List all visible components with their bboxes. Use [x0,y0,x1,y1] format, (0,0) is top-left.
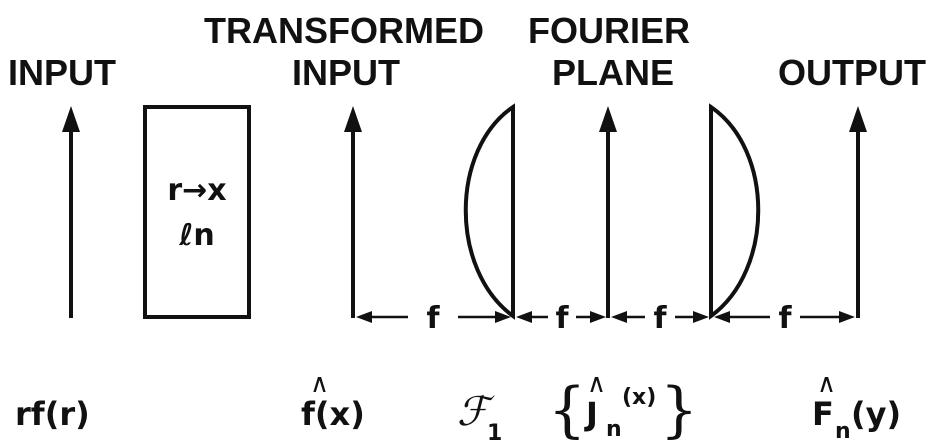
fourier-J-subscript: n [606,417,622,442]
input-plane-arrow [62,106,80,318]
log-transform-box [143,105,251,319]
fourier-J-argument: (x) [622,385,656,410]
box-log-label: ℓn [178,218,215,253]
focal-dimension-4 [714,311,855,323]
transformed-function-label: f(x) [301,395,365,433]
focal-label-2: f [555,301,569,336]
focal-dimension-2 [516,311,606,323]
lens-2 [709,103,761,320]
fourier-close-brace: } [660,375,698,445]
lens-1 [463,103,515,320]
focal-label-4: f [778,301,792,336]
output-F-symbol: F [812,395,834,433]
transformed-hat-symbol: ∧ [310,369,329,399]
focal-label-1: f [426,301,440,336]
heading-fourier-plane: PLANE [552,52,674,93]
focal-label-3: f [653,301,667,336]
heading-transformed-input: INPUT [292,52,400,93]
fourier-operator-subscript: 1 [487,421,502,446]
heading-transformed: TRANSFORMED [204,10,484,51]
box-mapping-label: r→x [167,173,226,208]
heading-input: INPUT [8,52,116,93]
fourier-hat-symbol: ∧ [587,369,606,399]
fourier-plane-arrow [599,106,617,318]
output-hat-symbol: ∧ [817,369,836,399]
heading-output: OUTPUT [778,52,926,93]
fourier-J-symbol: J [584,395,598,433]
fourier-open-brace: { [548,375,586,445]
focal-dimension-1 [356,311,511,323]
output-plane-arrow [849,106,867,318]
heading-fourier: FOURIER [528,10,690,51]
transformed-input-arrow [344,106,362,318]
input-function-label: rf(r) [15,395,90,433]
output-F-subscript: n [835,419,851,444]
output-F-argument: (y) [851,395,901,433]
focal-dimension-3 [611,311,709,323]
